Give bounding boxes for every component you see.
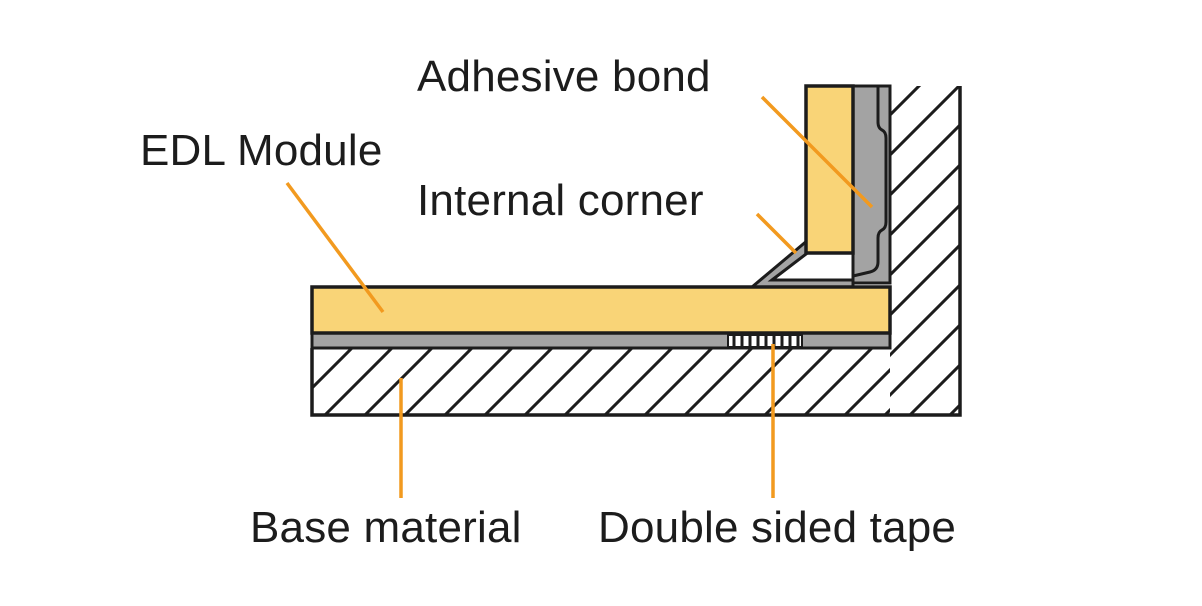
adhesive-bond-profile [852,86,888,278]
hatch-line [907,362,960,415]
hatch-line [890,122,960,198]
hatch-line [682,348,755,415]
hatch-line [890,86,922,118]
adhesive-bond-vertical [851,84,892,285]
hatch-line [890,202,960,278]
hatch-line [402,348,475,415]
hatch-line [890,86,960,158]
leader-line-edl-module [285,181,385,314]
hatch-line [562,348,635,415]
hatch-line [642,348,715,415]
label-internal-corner: Internal corner [417,176,704,225]
hatch-line [522,348,595,415]
base-material-hatch [312,348,890,415]
hatch-line [890,162,960,238]
label-double-sided-tape: Double sided tape [598,503,957,552]
double-sided-tape [727,334,803,348]
label-edl-module: EDL Module [140,126,383,175]
substrate-outline [310,86,962,417]
hatch-line [312,348,355,391]
hatch-line [947,402,960,415]
hatch-line [890,322,960,398]
edl-module-vertical [804,84,855,255]
hatch-line [442,348,515,415]
hatch-line [722,348,795,415]
hatch-line [362,348,435,415]
label-adhesive-bond: Adhesive bond [417,52,711,101]
hatch-line [890,282,960,358]
hatch-line [602,348,675,415]
hatch-line [802,348,875,415]
hatch-line [842,367,890,415]
label-base-material: Base material [250,503,522,552]
hatch-line [890,242,960,318]
hatch-line [482,348,555,415]
adhesive-bond-horizontal [310,331,892,350]
edl-module-horizontal [310,285,892,335]
wall-material-hatch [890,86,960,415]
leader-line-internal-corner [755,212,798,255]
leader-line-adhesive-bond [760,95,874,209]
hatch-line [322,348,395,415]
